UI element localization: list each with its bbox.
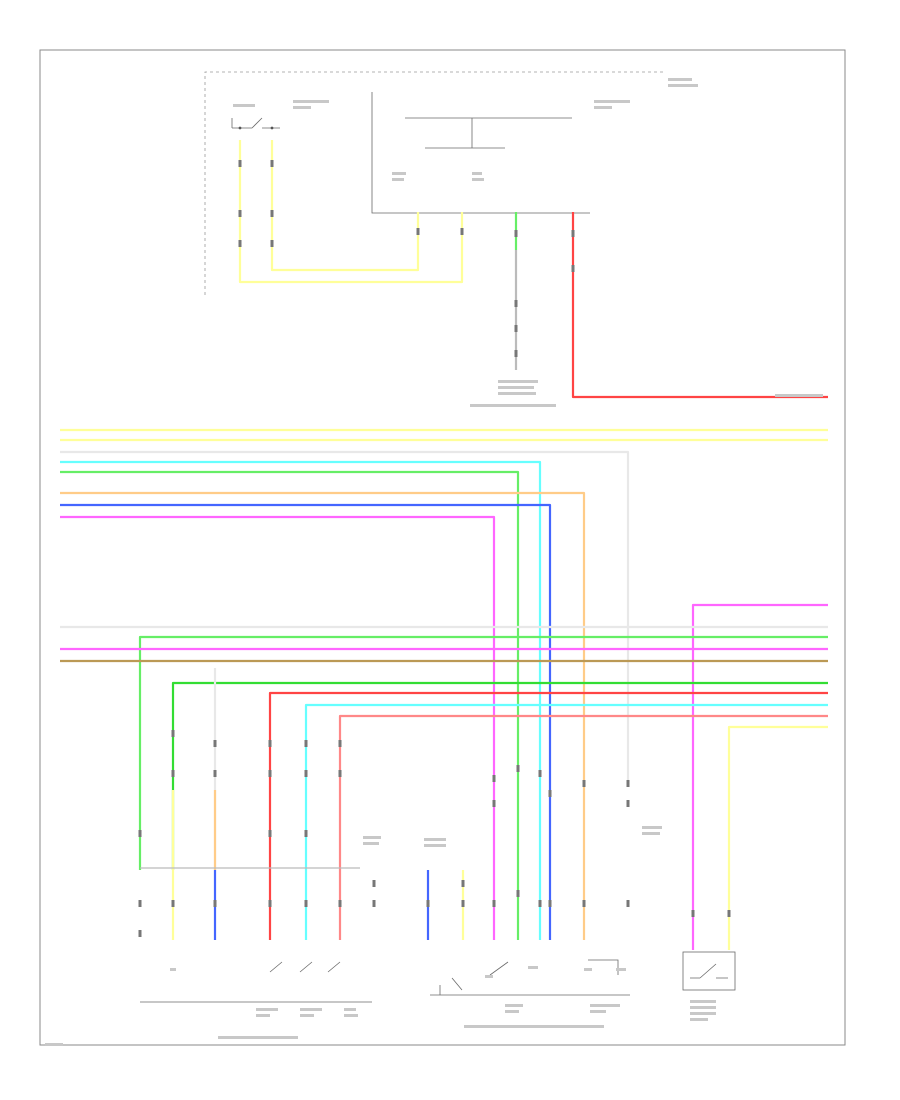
connector-pin-icon xyxy=(171,730,175,737)
connector-pin-icon xyxy=(548,900,552,907)
control-unit-box xyxy=(371,92,590,214)
connector-pin-icon xyxy=(138,900,142,907)
top-unit-dashed-border xyxy=(204,71,665,295)
connector-pin-icon xyxy=(270,240,274,247)
connector-pin-icon xyxy=(268,770,272,777)
connector-pin-icon xyxy=(626,780,630,787)
wire-red-mid xyxy=(268,691,828,940)
wire-lt-green-bus xyxy=(60,470,520,940)
wire-pink-bus xyxy=(60,515,496,940)
connector-pin-icon xyxy=(270,160,274,167)
connector-pin-icon xyxy=(548,790,552,797)
connector-pin-icon xyxy=(626,900,630,907)
wire-group xyxy=(60,140,828,950)
connector-stub-group xyxy=(138,160,731,937)
connector-pin-icon xyxy=(626,800,630,807)
connector-pin-icon xyxy=(538,900,542,907)
connector-pin-icon xyxy=(238,160,242,167)
connector-pin-icon xyxy=(213,740,217,747)
connector-pin-icon xyxy=(138,830,142,837)
connector-pin-icon xyxy=(238,240,242,247)
connector-pin-icon xyxy=(270,126,274,130)
switch-contact-icon xyxy=(269,959,619,976)
wire-lt-green-mid xyxy=(138,635,828,870)
connector-pin-icon xyxy=(571,230,575,237)
connector-pin-icon xyxy=(338,770,342,777)
wire-lt-blue-mid xyxy=(304,703,828,940)
connector-pin-icon xyxy=(492,775,496,782)
connector-pin-icon xyxy=(268,740,272,747)
connector-pin-icon xyxy=(571,265,575,272)
connector-pin-icon xyxy=(727,910,731,917)
connector-pin-icon xyxy=(304,740,308,747)
connector-pin-icon xyxy=(372,880,376,887)
wire-yellow-top-loop-2 xyxy=(270,140,420,272)
connector-pin-icon xyxy=(460,228,464,235)
wire-pink-right xyxy=(691,603,828,950)
diagram-frame xyxy=(39,49,846,1046)
connector-pin-icon xyxy=(268,900,272,907)
connector-pin-icon xyxy=(514,325,518,332)
connector-pin-icon xyxy=(270,210,274,217)
wire-lt-red-mid xyxy=(338,714,828,940)
switch-contact-icon xyxy=(690,963,728,979)
mirror-select-switch-box xyxy=(682,951,736,991)
connector-pin-icon xyxy=(461,880,465,887)
connector-pin-icon xyxy=(213,770,217,777)
connector-pin-icon xyxy=(514,350,518,357)
wire-red-right xyxy=(571,212,828,399)
connector-pin-icon xyxy=(372,900,376,907)
connector-pin-icon xyxy=(514,300,518,307)
connector-pin-icon xyxy=(304,900,308,907)
connector-pin-icon xyxy=(338,900,342,907)
connector-pin-icon xyxy=(492,900,496,907)
connector-pin-icon xyxy=(582,780,586,787)
connector-pin-icon xyxy=(426,900,430,907)
switch-contact-icon xyxy=(231,117,280,129)
connector-pin-icon xyxy=(516,765,520,772)
connector-pin-icon xyxy=(238,126,242,130)
connector-pin-icon xyxy=(268,830,272,837)
connector-pin-icon xyxy=(171,770,175,777)
connector-pin-icon xyxy=(516,890,520,897)
connector-pin-icon xyxy=(304,830,308,837)
connector-pin-icon xyxy=(492,800,496,807)
wire-yellow-right xyxy=(727,725,828,950)
connector-pin-icon xyxy=(238,210,242,217)
connector-pin-icon xyxy=(691,910,695,917)
wire-tan-bus xyxy=(60,491,586,940)
ground-symbol-icon xyxy=(439,977,463,995)
connector-pin-icon xyxy=(538,770,542,777)
connector-pin-icon xyxy=(213,900,217,907)
connector-pin-icon xyxy=(461,900,465,907)
connector-pin-icon xyxy=(138,930,142,937)
connector-pin-icon xyxy=(582,900,586,907)
wire-white-bus xyxy=(60,450,630,780)
connector-pin-icon xyxy=(338,740,342,747)
illegible-label-group xyxy=(45,78,823,1046)
connector-pin-icon xyxy=(514,230,518,237)
wire-lt-blue-bus xyxy=(60,460,542,940)
connector-pin-icon xyxy=(416,228,420,235)
connector-pin-icon xyxy=(171,900,175,907)
connector-pin-icon xyxy=(304,770,308,777)
